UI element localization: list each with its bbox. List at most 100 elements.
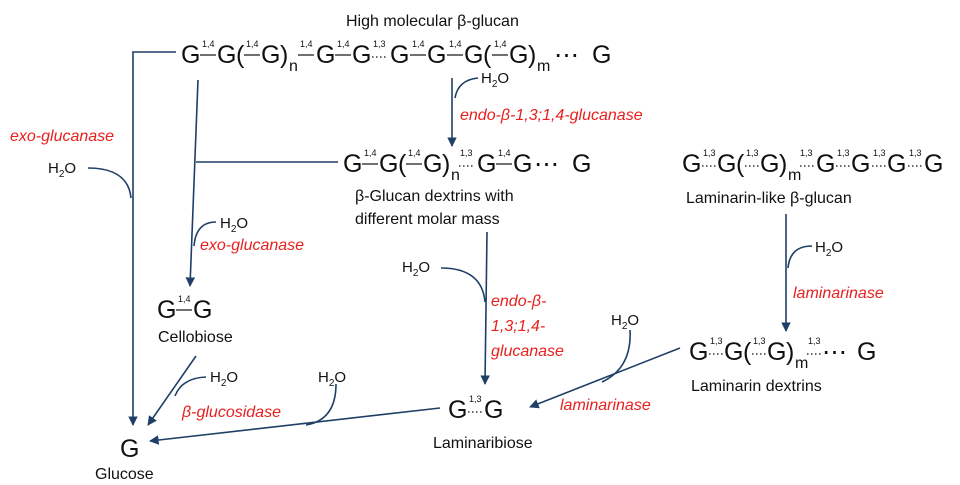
water-curve-laminarinase [787,245,813,269]
glucose-unit: G [423,150,442,178]
glucose-unit: G [343,150,362,178]
label-dextrins-line-2: different molar mass [355,211,500,228]
paren-close: ) [779,150,787,178]
bond-label: 1,3 [373,39,386,49]
bond-label: 1,3 [703,148,716,158]
glucose-unit: G [120,435,139,463]
bond-label: 1,3 [909,148,922,158]
glucose-unit: G [217,41,236,69]
water-curve-laminarinase-2 [601,329,631,383]
glucose-unit: G [717,150,736,178]
formula-cellobiose: G 1,4 G [157,294,212,324]
ellipsis: ⋯ [554,41,579,69]
arrow-high-to-glucose [128,51,176,426]
glucose-unit: G [760,150,779,178]
bond-label: 1,3 [746,148,759,158]
paren-open: ( [743,338,752,366]
paren-close: ) [786,338,794,366]
arrow-lamdextrins-to-laminaribiose [529,347,681,409]
bond-label: 1,3 [873,148,886,158]
glucose-unit: G [572,150,591,178]
water-curve-glucosidase [174,376,207,397]
label-cellobiose: Cellobiose [158,329,233,346]
compound-labels: High molecular β-glucan β-Glucan dextrin… [95,13,852,483]
bond-label: 1,4 [337,39,350,49]
glucose-unit: G [477,150,496,178]
label-dextrins-line-1: β-Glucan dextrins with [355,188,514,205]
formula-laminarin-dextrins: G 1,3 G ( 1,3 G ) m 1,3 ⋯ G [689,336,876,372]
enzyme-labels: exo-glucanase exo-glucanase endo-β-1,3;1… [10,107,884,421]
glucose-unit: G [157,296,176,324]
enzyme-exo-glucanase-left: exo-glucanase [10,128,114,145]
water-curve-endo-mid [440,267,486,303]
formula-laminaribiose: G 1,3 G [448,394,503,424]
water-label: H2O [220,215,248,235]
label-laminarin-like-glucan: Laminarin-like β-glucan [686,190,852,207]
repeat-index-m: m [795,355,808,372]
water-label: H2O [402,259,430,279]
bond-label: 1,4 [498,148,511,158]
arrow-cellobiose-to-glucose [147,355,197,426]
glucose-unit: G [193,296,212,324]
water-label: H2O [481,70,509,90]
enzyme-endo-glucanase-mid-1: endo-β- [491,293,546,310]
bond-label: 1,3 [800,148,813,158]
glucose-unit: G [816,150,835,178]
formula-high-molecular-glucan: G 1,4 G ( 1,4 G ) n 1,4 G 1,4 G 1,3 G 1,… [181,39,611,75]
label-glucose: Glucose [95,466,154,483]
bond-label: 1,3 [460,148,473,158]
water-labels: H2O H2O H2O H2O H2O H2O H2O H2O [48,70,843,389]
label-high-molecular-glucan: High molecular β-glucan [346,13,519,30]
repeat-index-n: n [451,167,460,184]
water-curve-exo-left [87,167,132,199]
glucose-unit: G [181,41,200,69]
paren-open: ( [483,41,492,69]
enzyme-endo-glucanase-mid-2: 1,3;1,4- [491,318,545,335]
bond-label: 1,4 [494,39,507,49]
water-label: H2O [210,369,238,389]
paren-open: ( [736,150,745,178]
connector-lines [87,51,813,445]
glucose-unit: G [352,41,371,69]
glucose-unit: G [509,41,528,69]
water-label: H2O [611,312,639,332]
bond-label: 1,3 [710,336,723,346]
ellipsis: ⋯ [822,338,847,366]
glucose-unit: G [592,41,611,69]
glucose-unit: G [316,41,335,69]
bond-label: 1,4 [364,148,377,158]
glucose-unit: G [379,150,398,178]
glucose-unit: G [689,338,708,366]
glucose-unit: G [448,396,467,424]
enzyme-endo-glucanase-mid-3: glucanase [491,343,564,360]
formula-glucose: G [120,435,139,463]
glucose-unit: G [924,150,943,178]
glucose-unit: G [851,150,870,178]
formula-glucan-dextrins: G 1,4 G ( 1,4 G ) n 1,3 G 1,4 G ⋯ G [343,148,591,184]
glucose-unit: G [857,338,876,366]
arrow-laminaribiose-to-glucose [149,407,441,445]
repeat-index-m: m [537,58,550,75]
enzyme-beta-glucosidase: β-glucosidase [181,404,281,421]
paren-close: ) [442,150,450,178]
enzyme-laminarinase-right: laminarinase [793,285,884,302]
glucose-unit: G [887,150,906,178]
water-curve-endo-top [454,77,479,99]
water-curve-glucose-right [305,383,337,426]
repeat-index-m: m [788,167,801,184]
bond-label: 1,4 [246,39,259,49]
glucose-unit: G [682,150,701,178]
water-label: H2O [815,239,843,259]
bond-label: 1,4 [202,39,215,49]
bond-label: 1,3 [837,148,850,158]
arrow-dextrins-to-laminaribiose [480,231,490,385]
bond-label: 1,4 [178,294,191,304]
glucose-unit: G [724,338,743,366]
label-laminarin-dextrins: Laminarin dextrins [691,378,822,395]
glucose-unit: G [427,41,446,69]
water-curve-exo-mid [193,221,217,247]
bond-label: 1,4 [412,39,425,49]
bond-label: 1,4 [300,39,313,49]
enzyme-laminarinase-bottom: laminarinase [560,397,651,414]
